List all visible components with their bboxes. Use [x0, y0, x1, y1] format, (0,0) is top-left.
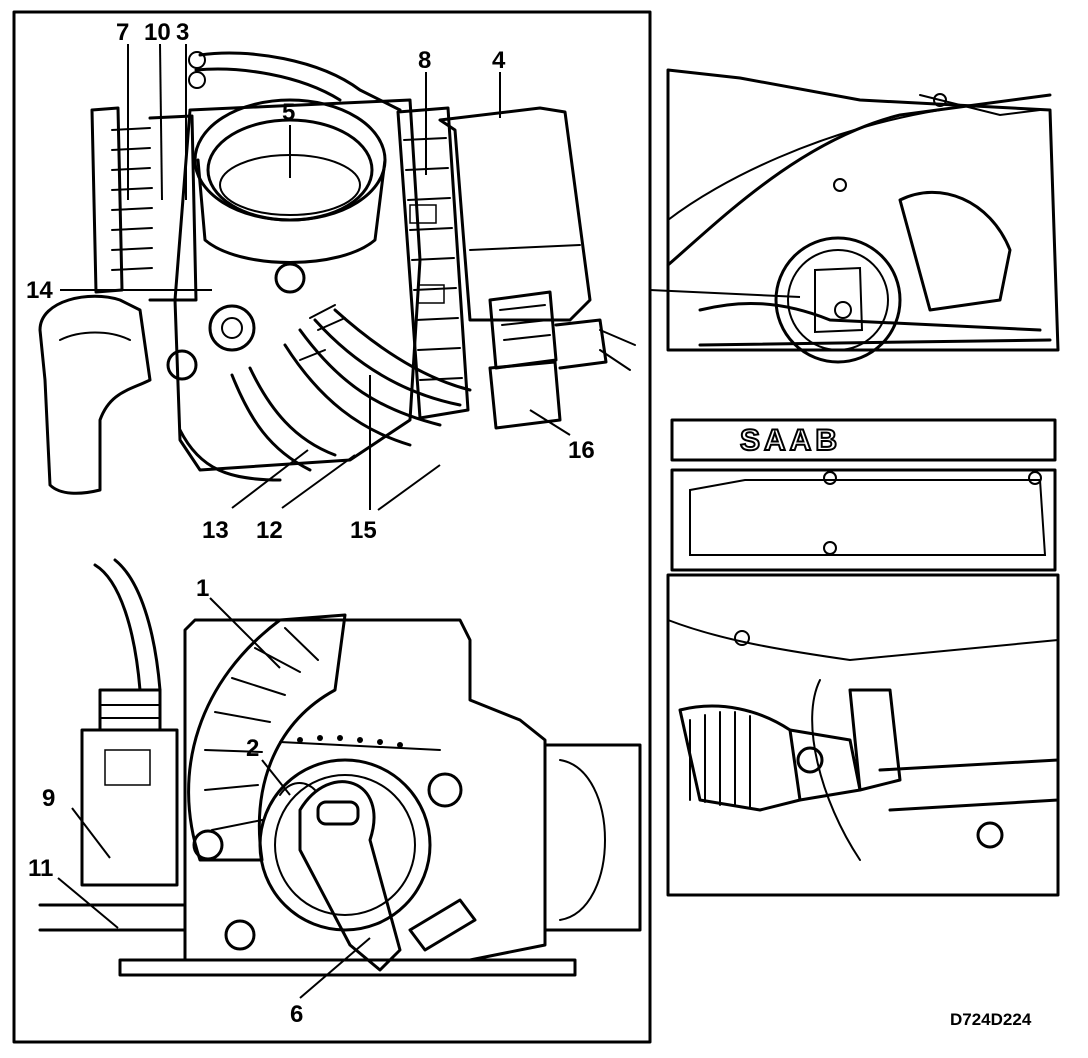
callout-8: 8 [418, 47, 431, 74]
drawing-code: D724D224 [950, 1010, 1032, 1029]
upper-throttle-view [38, 51, 636, 495]
callout-5: 5 [282, 99, 295, 126]
callout-10: 10 [144, 19, 171, 46]
callout-7: 7 [116, 19, 129, 46]
detail-frame [12, 10, 652, 1044]
callout-2: 2 [246, 735, 259, 762]
callout-3: 3 [176, 19, 189, 46]
callout-15: 15 [350, 517, 377, 544]
callout-4: 4 [492, 47, 506, 74]
callout-1: 1 [196, 575, 209, 602]
brand-marking: SAAB [740, 424, 841, 457]
callout-16: 16 [568, 437, 595, 464]
callout-13: 13 [202, 517, 229, 544]
callout-6: 6 [290, 1001, 303, 1028]
callout-labels: 7 10 3 8 4 5 14 13 12 15 16 1 2 9 11 6 [26, 19, 595, 1028]
lower-throttle-view [38, 558, 642, 977]
engine-bay-overview: SAAB [649, 68, 1060, 897]
callout-12: 12 [256, 517, 283, 544]
callout-11: 11 [28, 855, 53, 882]
callout-14: 14 [26, 277, 53, 304]
callout-9: 9 [42, 785, 55, 812]
leader-lines [57, 43, 571, 999]
